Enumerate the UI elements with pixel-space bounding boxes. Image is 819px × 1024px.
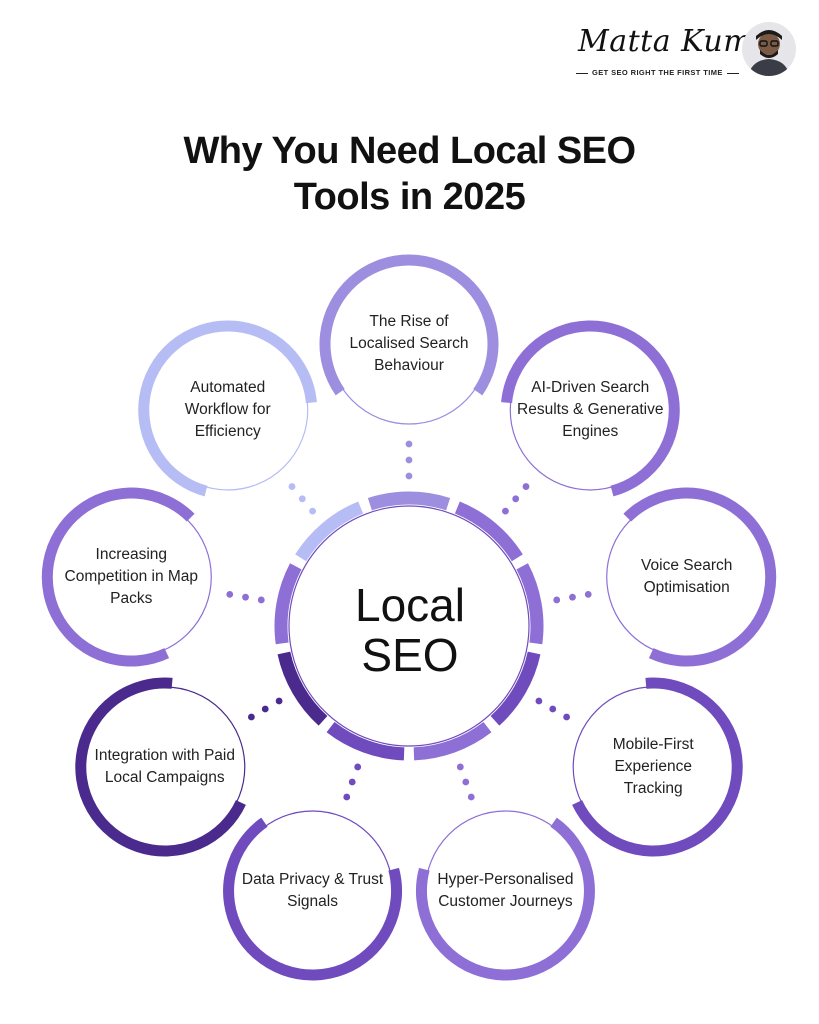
title-line-2: Tools in 2025 <box>293 176 526 218</box>
connector-dot <box>261 705 269 713</box>
node-label-line: Behaviour <box>374 357 444 374</box>
node-label-line: Packs <box>110 590 153 608</box>
node-label-line: Tracking <box>623 780 683 797</box>
connector-dot <box>257 596 265 604</box>
connector-dot <box>549 705 557 713</box>
connector-dot <box>242 593 249 601</box>
node-ring-automated-workflow <box>138 320 317 497</box>
brand-tagline: GET SEO RIGHT THE FIRST TIME <box>572 68 742 77</box>
node-label-line: Voice Search <box>641 557 733 575</box>
node-ring-hyper-personalised <box>415 817 595 981</box>
connector-dot <box>298 495 306 503</box>
node-label-line: Mobile-First <box>612 736 694 753</box>
hub-segment-localised-search <box>367 491 451 511</box>
node-ring-voice-search <box>623 487 777 667</box>
connector-dot <box>275 697 283 705</box>
connector-dot <box>343 793 351 801</box>
node-label-line: Engines <box>562 422 619 440</box>
node-ring-paid-local <box>75 677 246 857</box>
connector-dot <box>226 590 234 598</box>
node-label-line: Signals <box>287 892 338 910</box>
node-label-line: Integration with Paid <box>94 747 235 764</box>
center-line-2: SEO <box>361 629 459 681</box>
person-icon <box>748 30 790 76</box>
page-title: Why You Need Local SEO Tools in 2025 <box>0 128 819 220</box>
hub-segment-ai-driven <box>454 501 523 562</box>
connector-dot <box>309 507 316 515</box>
hub-segment-map-packs <box>274 563 302 645</box>
node-label-line: Workflow for <box>184 400 271 418</box>
center-ring <box>274 491 544 761</box>
connector-dot <box>405 456 413 464</box>
hub-segment-paid-local <box>277 651 328 726</box>
connector-dot <box>348 778 356 786</box>
hub-segment-voice-search <box>516 563 544 645</box>
hub-circle <box>288 505 530 747</box>
node-label-line: Efficiency <box>194 422 261 440</box>
node-label-line: Automated <box>190 378 266 396</box>
node-label-line: The Rise of <box>369 313 449 330</box>
node-label-line: Experience <box>614 758 692 775</box>
connector-dot <box>405 440 413 448</box>
node-label-line: Optimisation <box>643 579 730 597</box>
node-label-line: Results & Generative <box>517 400 664 418</box>
hub-segment-data-privacy <box>326 721 405 761</box>
connector-dot <box>462 778 470 786</box>
connector-dot <box>535 697 543 705</box>
connector-dot <box>563 713 571 721</box>
node-label-line: Customer Journeys <box>438 892 573 910</box>
node-ring-ai-driven <box>501 320 680 497</box>
node-label-line: Competition in Map <box>64 568 199 586</box>
connector-dot <box>354 763 362 771</box>
brand-logo: Matta Kumar GET SEO RIGHT THE FIRST TIME <box>572 18 802 84</box>
connector-dot <box>553 596 561 604</box>
node-ring-localised-search <box>319 254 499 396</box>
hub-segment-mobile-first <box>490 651 541 726</box>
title-line-1: Why You Need Local SEO <box>183 130 636 172</box>
connector-dot <box>405 472 413 480</box>
node-ring-data-privacy <box>223 817 403 981</box>
avatar <box>742 22 796 76</box>
connector-dot <box>456 763 464 771</box>
connector-dot <box>569 593 576 601</box>
connector-dot <box>512 495 520 503</box>
connector-dot <box>467 793 475 801</box>
connector-dot <box>522 483 530 490</box>
node-label-line: Data Privacy & Trust <box>241 870 384 888</box>
connector-dot <box>247 713 255 721</box>
node-label-line: Localised Search <box>349 335 469 352</box>
node-label-line: Local Campaigns <box>104 769 225 786</box>
center-label: Local SEO <box>310 580 510 680</box>
node-label-line: AI-Driven Search <box>531 378 650 396</box>
node-ring-mobile-first <box>572 677 743 857</box>
connector-dots <box>226 440 592 801</box>
connector-dot <box>288 483 296 490</box>
node-rings <box>41 254 777 981</box>
connector-dot <box>502 507 509 515</box>
node-ring-map-packs <box>41 487 195 667</box>
hub-segment-hyper-personalised <box>413 721 492 761</box>
hub-segment-automated-workflow <box>295 501 364 562</box>
center-line-1: Local <box>355 579 465 631</box>
node-label-line: Hyper-Personalised <box>437 870 574 888</box>
node-label-line: Increasing <box>95 546 168 564</box>
connector-dot <box>584 590 592 598</box>
